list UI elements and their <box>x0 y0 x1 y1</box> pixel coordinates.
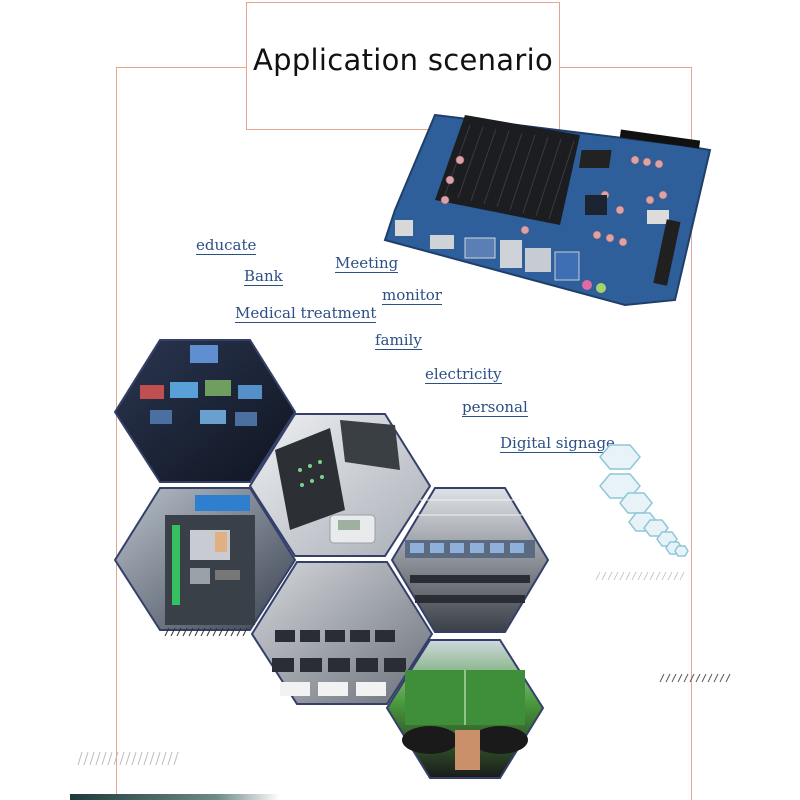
hex-family-gaming <box>385 639 545 779</box>
keyword-meeting[interactable]: Meeting <box>335 254 399 273</box>
frame-line-top-left <box>116 67 246 68</box>
hex-bank-terminal <box>113 487 297 631</box>
keyword-medical-treatment[interactable]: Medical treatment <box>235 304 377 323</box>
hex-control-room <box>113 339 297 483</box>
frame-line-top-right <box>560 67 692 68</box>
keyword-monitor[interactable]: monitor <box>382 286 442 305</box>
bottom-accent-bar <box>70 794 280 800</box>
page-title: Application scenario <box>252 43 554 77</box>
hex-medical-device <box>248 413 432 557</box>
keyword-family[interactable]: family <box>375 331 422 350</box>
keyword-personal[interactable]: personal <box>462 398 528 417</box>
hex-computer-classroom <box>250 561 434 705</box>
keyword-bank[interactable]: Bank <box>244 267 283 286</box>
keyword-educate[interactable]: educate <box>196 236 257 255</box>
keyword-digital-signage[interactable]: Digital signage <box>500 434 615 453</box>
keyword-electricity[interactable]: electricity <box>425 365 502 384</box>
frame-line-right <box>691 67 692 800</box>
title-box: Application scenario <box>246 2 560 130</box>
frame-line-left <box>116 67 117 800</box>
hex-meeting-hall <box>390 487 550 633</box>
motherboard-image <box>383 113 712 307</box>
